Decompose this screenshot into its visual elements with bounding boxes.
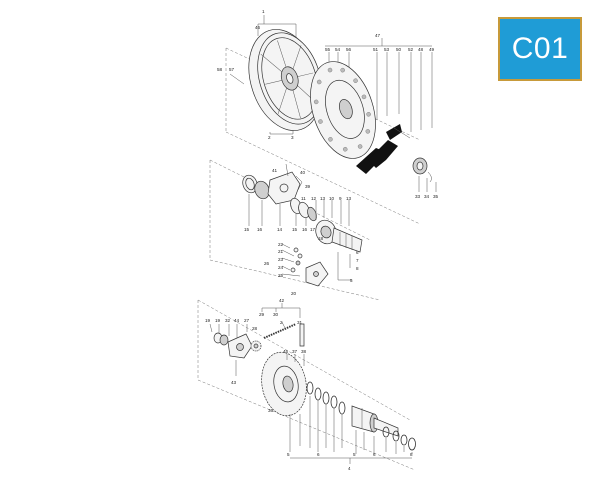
callout-15: 15	[244, 227, 250, 232]
axle-assembly: 41 40 39 15 16 14 15 16 17 11 12 13 10 9…	[209, 159, 381, 301]
callout-46: 46	[255, 25, 261, 30]
callout-53: 53	[384, 47, 390, 52]
callout-24: 24	[278, 265, 284, 270]
callout-21: 21	[278, 249, 284, 254]
page-code-badge: C01	[498, 17, 582, 81]
callout-26: 26	[264, 261, 270, 266]
callout-5: 5	[350, 278, 353, 283]
axle-nut-icon	[412, 157, 437, 192]
callout-8: 8	[356, 266, 359, 271]
callout-39: 39	[305, 184, 311, 189]
callout-7: 7	[356, 258, 359, 263]
callout-34: 34	[424, 194, 430, 199]
callout-15b: 15	[292, 227, 298, 232]
rear-sprocket-icon	[261, 351, 307, 417]
callout-23: 23	[278, 257, 284, 262]
callout-57: 57	[229, 67, 235, 72]
drive-assembly: 42 29 30 31 19 19 32 44 27 28 2 43 45 37…	[197, 298, 416, 471]
small-sprocket-icon	[250, 340, 262, 352]
callout-42: 42	[279, 298, 285, 303]
brake-caliper-icon	[356, 124, 411, 174]
callout-18: 18	[318, 236, 324, 241]
callout-10: 10	[329, 196, 335, 201]
callout-40: 40	[300, 170, 306, 175]
callout-41: 41	[272, 168, 278, 173]
callout-54: 54	[335, 47, 341, 52]
callout-47: 47	[375, 33, 381, 38]
callout-13: 13	[320, 196, 326, 201]
hub-icon	[315, 219, 363, 253]
callout-bottom-6a: 6	[317, 452, 320, 457]
callout-22: 22	[278, 242, 284, 247]
callout-49: 49	[429, 47, 435, 52]
callout-32: 32	[225, 318, 231, 323]
callout-19: 19	[205, 318, 211, 323]
callout-bottom-6b: 6	[373, 452, 376, 457]
callout-27: 27	[244, 318, 250, 323]
callout-28: 28	[252, 326, 258, 331]
callout-16b: 16	[302, 227, 308, 232]
callout-55: 55	[325, 47, 331, 52]
callout-2b: 2	[280, 320, 283, 325]
callout-30: 30	[273, 312, 279, 317]
callout-36: 36	[268, 408, 274, 413]
callout-2: 2	[268, 135, 271, 140]
callout-48: 48	[418, 47, 424, 52]
callout-38: 38	[301, 349, 307, 354]
callout-6: 6	[356, 250, 359, 255]
callout-51: 51	[373, 47, 379, 52]
brake-disc-icon	[310, 61, 376, 159]
callout-17: 17	[310, 227, 316, 232]
callout-29: 29	[259, 312, 265, 317]
callout-58: 58	[217, 67, 223, 72]
callout-25: 25	[278, 273, 284, 278]
callout-33: 33	[415, 194, 421, 199]
chain-icon	[263, 323, 297, 339]
callout-31: 31	[297, 320, 303, 325]
callout-50: 50	[396, 47, 402, 52]
callout-44: 44	[234, 318, 240, 323]
callout-bottom-8: 8	[410, 452, 413, 457]
callout-16: 16	[257, 227, 263, 232]
callout-19b: 19	[215, 318, 221, 323]
callout-9: 9	[339, 196, 342, 201]
callout-14: 14	[277, 227, 283, 232]
callout-45: 45	[283, 349, 289, 354]
callout-56: 56	[346, 47, 352, 52]
callout-1: 1	[262, 9, 265, 14]
small-parts-cluster-icon	[290, 247, 329, 287]
callout-3: 3	[291, 135, 294, 140]
callout-35: 35	[433, 194, 439, 199]
callout-52: 52	[408, 47, 414, 52]
callout-bottom-5a: 5	[287, 452, 290, 457]
callout-20: 20	[291, 291, 297, 296]
callout-4: 4	[348, 466, 351, 471]
rear-axle-shaft-icon	[351, 405, 399, 437]
wheel-assembly: 1 46 58 57 2 3 47 55 54 56 51 53 50 52 4…	[217, 9, 439, 225]
callout-13b: 13	[346, 196, 352, 201]
callout-43: 43	[231, 380, 237, 385]
callout-37: 37	[292, 349, 298, 354]
callout-12: 12	[311, 196, 317, 201]
callout-bottom-5b: 5	[353, 452, 356, 457]
callout-11: 11	[301, 196, 306, 201]
